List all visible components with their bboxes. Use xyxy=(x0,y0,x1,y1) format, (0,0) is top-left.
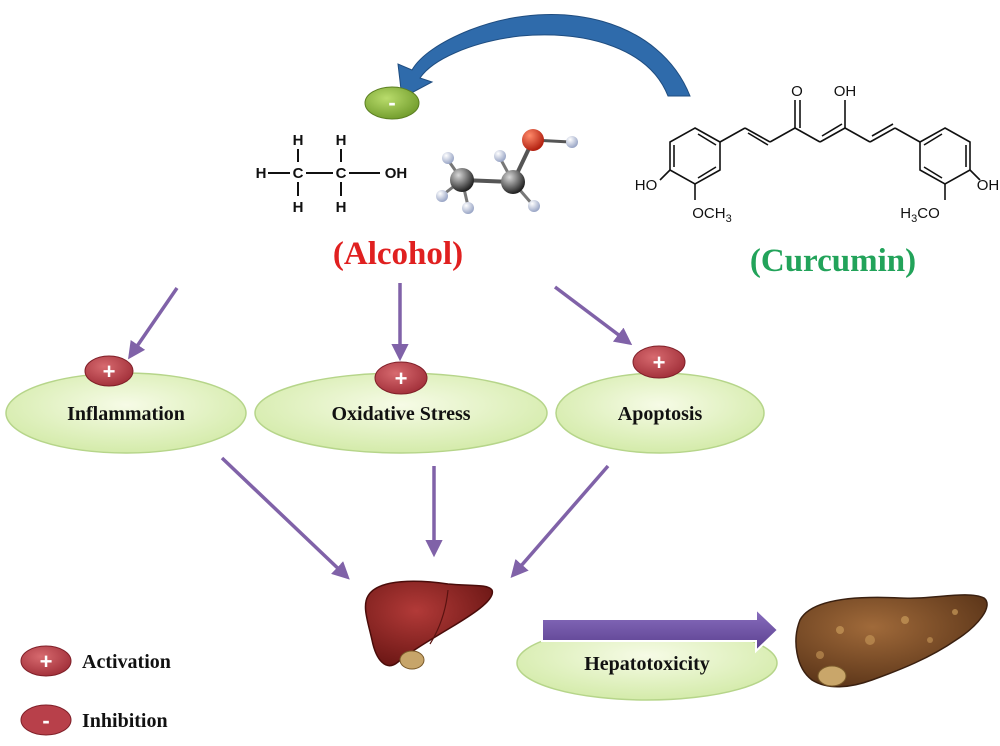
svg-text:Hepatotoxicity: Hepatotoxicity xyxy=(584,653,710,675)
arrow-apoptosis-to-liver xyxy=(510,464,610,578)
svg-text:+: + xyxy=(103,359,116,384)
legend-activation: + Activation xyxy=(20,645,171,677)
ethanol-3d-model xyxy=(436,129,578,214)
svg-text:H: H xyxy=(336,132,347,149)
svg-text:O: O xyxy=(791,83,803,100)
svg-text:Inflammation: Inflammation xyxy=(67,403,185,425)
ethanol-structural-formula: H H H C C OH H H xyxy=(256,132,408,216)
arrow-inflammation-to-liver xyxy=(220,456,350,580)
svg-text:HO: HO xyxy=(635,177,658,194)
legend: + Activation - Inhibition xyxy=(20,645,171,736)
diseased-liver-image xyxy=(795,594,988,688)
svg-text:H: H xyxy=(336,199,347,216)
curcumin-title: (Curcumin) xyxy=(750,243,916,279)
progression-arrow xyxy=(541,606,780,654)
svg-text:H: H xyxy=(293,132,304,149)
arrow-alcohol-to-inflammation xyxy=(128,287,179,360)
svg-text:OH: OH xyxy=(834,83,857,100)
svg-text:C: C xyxy=(336,165,347,182)
svg-text:-: - xyxy=(42,708,49,733)
curcumin-inhibition-arrow xyxy=(397,13,691,99)
svg-text:+: + xyxy=(653,350,666,375)
svg-text:Inhibition: Inhibition xyxy=(82,710,168,732)
curcumin-structure xyxy=(659,100,981,200)
svg-text:H3CO: H3CO xyxy=(900,205,939,225)
svg-text:Apoptosis: Apoptosis xyxy=(618,403,703,425)
arrow-alcohol-to-apoptosis xyxy=(553,285,633,346)
alcohol-title: (Alcohol) xyxy=(333,236,463,272)
svg-text:OCH3: OCH3 xyxy=(692,205,731,225)
node-hepatotoxicity: Hepatotoxicity xyxy=(516,625,778,701)
svg-text:+: + xyxy=(395,366,408,391)
svg-text:-: - xyxy=(388,90,395,115)
svg-text:OH: OH xyxy=(385,165,408,182)
inhibition-badge: - xyxy=(364,86,420,120)
activation-badge-oxidative-stress: + xyxy=(374,361,428,395)
svg-text:OH: OH xyxy=(977,177,1000,194)
svg-text:+: + xyxy=(40,649,53,674)
node-oxidative-stress: Oxidative Stress xyxy=(254,372,548,454)
svg-text:C: C xyxy=(293,165,304,182)
activation-badge-inflammation: + xyxy=(84,355,134,387)
healthy-liver-image xyxy=(364,580,494,670)
svg-text:H: H xyxy=(293,199,304,216)
legend-inhibition: - Inhibition xyxy=(20,704,168,736)
svg-text:Activation: Activation xyxy=(82,651,171,673)
activation-badge-apoptosis: + xyxy=(632,345,686,379)
svg-text:Oxidative Stress: Oxidative Stress xyxy=(331,403,470,425)
svg-text:H: H xyxy=(256,165,267,182)
node-apoptosis: Apoptosis xyxy=(555,372,765,454)
node-inflammation: Inflammation xyxy=(5,372,247,454)
curcumin-atom-labels: O OH HO OCH3 H3CO OH xyxy=(635,83,1000,225)
